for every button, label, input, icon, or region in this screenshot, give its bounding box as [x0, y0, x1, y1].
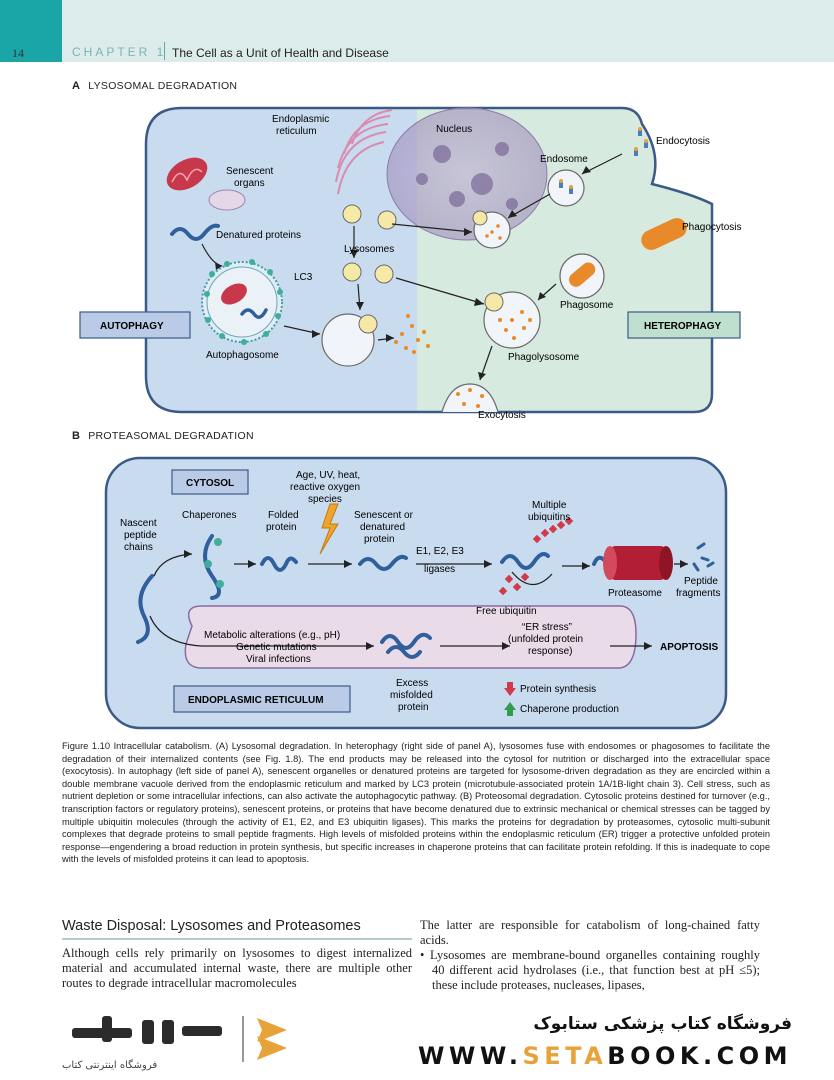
body-left-column: Although cells rely primarily on lysosom… — [62, 946, 412, 990]
watermark-url-brand: SETA — [522, 1042, 608, 1070]
label-autophagosome: Autophagosome — [206, 350, 279, 361]
label-denatured: Denatured proteins — [216, 230, 301, 241]
label-er-stress-2: (unfolded protein — [508, 634, 583, 645]
panel-b-figure: CYTOSOL ENDOPLASMIC RETICULUM — [104, 456, 728, 730]
label-er-line1: Endoplasmic — [272, 114, 329, 125]
label-cytosol: CYTOSOL — [186, 478, 234, 489]
label-er-stress-3: response) — [528, 646, 572, 657]
label-autophagy: AUTOPHAGY — [100, 321, 164, 332]
label-er-stress-1: “ER stress” — [522, 622, 572, 633]
label-senescent-3: protein — [364, 534, 395, 545]
label-senescent-1: Senescent or — [354, 510, 414, 521]
chapter-label: CHAPTER 1 — [72, 45, 167, 59]
label-apoptosis: APOPTOSIS — [660, 642, 718, 653]
label-protein-synth: Protein synthesis — [520, 684, 596, 695]
header-divider — [164, 42, 165, 60]
label-phagosome: Phagosome — [560, 300, 614, 311]
panel-b-heading: B PROTEASOMAL DEGRADATION — [72, 430, 254, 442]
figure-caption-text: Intracellular catabolism. (A) Lysosomal … — [62, 741, 770, 865]
label-proteasome: Proteasome — [608, 588, 662, 599]
figure-caption: Figure 1.10 Intracellular catabolism. (A… — [62, 740, 770, 866]
watermark-url: WWW.SETABOOK.COM — [418, 1042, 792, 1070]
section-heading: Waste Disposal: Lysosomes and Proteasome… — [62, 918, 361, 934]
watermark-title: فروشگاه کتاب پزشکی ستابوک — [533, 1014, 792, 1034]
label-stress-3: species — [308, 494, 342, 505]
label-folded-1: Folded — [268, 510, 299, 521]
label-stress-2: reactive oxygen — [290, 482, 360, 493]
body-right-bullet: • Lysosomes are membrane-bound organelle… — [420, 948, 760, 992]
label-heterophagy: HETEROPHAGY — [644, 321, 722, 332]
footer-fade — [0, 990, 834, 1080]
label-folded-2: protein — [266, 522, 297, 533]
label-metabolic: Metabolic alterations (e.g., pH) — [204, 630, 340, 641]
setabook-logo-icon — [72, 1016, 287, 1062]
label-phagocytosis: Phagocytosis — [682, 222, 741, 233]
label-stress-1: Age, UV, heat, — [296, 470, 360, 481]
label-ligases: ligases — [424, 564, 455, 575]
label-er-box: ENDOPLASMIC RETICULUM — [188, 695, 324, 706]
panel-a-figure: Endoplasmic reticulum Nucleus Endocytosi… — [79, 106, 741, 421]
label-er-line2: reticulum — [276, 126, 317, 137]
label-multiple-1: Multiple — [532, 500, 567, 511]
label-excess-2: misfolded — [390, 690, 433, 701]
section-rule — [62, 938, 412, 940]
figure-label: Figure 1.10 — [62, 741, 111, 751]
watermark-url-prefix: WWW. — [417, 1042, 523, 1070]
label-nucleus: Nucleus — [436, 124, 472, 135]
body-right-column: The latter are responsible for catabolis… — [420, 918, 760, 993]
panel-a-heading: A LYSOSOMAL DEGRADATION — [72, 80, 237, 92]
label-senescent-line1: Senescent — [226, 166, 273, 177]
label-genetic: Genetic mutations — [236, 642, 317, 653]
label-senescent-2: denatured — [360, 522, 405, 533]
label-nascent-1: Nascent — [120, 518, 157, 529]
label-peptide-1: Peptide — [684, 576, 718, 587]
label-endocytosis: Endocytosis — [656, 136, 710, 147]
label-excess-1: Excess — [396, 678, 428, 689]
label-excess-3: protein — [398, 702, 429, 713]
header-accent-block — [0, 0, 62, 62]
panel-a-letter: A — [72, 80, 81, 92]
label-peptide-2: fragments — [676, 588, 720, 599]
label-chaperones: Chaperones — [182, 510, 236, 521]
label-phagolysosome: Phagolysosome — [508, 352, 580, 363]
label-senescent-line2: organs — [234, 178, 265, 189]
watermark-subtitle: فروشگاه اینترنتی کتاب — [62, 1060, 158, 1071]
panel-b-letter: B — [72, 430, 81, 442]
label-multiple-2: ubiquitins — [528, 512, 570, 523]
label-endosome: Endosome — [540, 154, 588, 165]
body-right-paragraph: The latter are responsible for catabolis… — [420, 918, 760, 947]
panel-b-title: PROTEASOMAL DEGRADATION — [88, 430, 254, 442]
chapter-title: The Cell as a Unit of Health and Disease — [172, 46, 389, 60]
watermark-url-suffix: BOOK.COM — [607, 1042, 792, 1070]
label-nascent-2: peptide — [124, 530, 157, 541]
label-nascent-3: chains — [124, 542, 153, 553]
label-free-ubiquitin: Free ubiquitin — [476, 606, 537, 617]
label-lc3: LC3 — [294, 272, 313, 283]
page-header: 14 CHAPTER 1 The Cell as a Unit of Healt… — [0, 0, 834, 62]
label-exocytosis: Exocytosis — [478, 410, 526, 421]
label-chaperone-prod: Chaperone production — [520, 704, 619, 715]
label-enzymes: E1, E2, E3 — [416, 546, 464, 557]
panel-a-title: LYSOSOMAL DEGRADATION — [88, 80, 238, 92]
page-number: 14 — [12, 46, 24, 60]
label-lysosomes: Lysosomes — [344, 244, 394, 255]
label-viral: Viral infections — [246, 654, 311, 665]
